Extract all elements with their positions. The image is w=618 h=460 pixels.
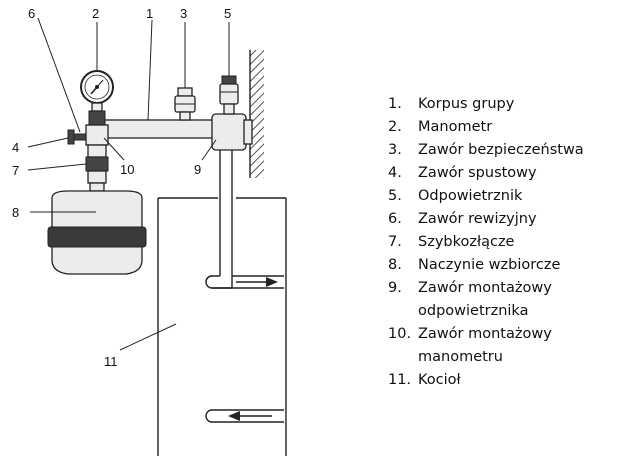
left-connector <box>67 124 109 192</box>
callout-3: 3 <box>180 6 187 21</box>
legend-text: Korpus grupy <box>418 96 515 112</box>
legend-number: 10. <box>388 326 412 342</box>
flow-arrow-out-icon <box>236 277 278 287</box>
legend-text: Zawór rewizyjny <box>418 211 537 227</box>
supply-pipe <box>205 150 284 289</box>
legend-text: Szybkozłącze <box>418 234 515 250</box>
legend-number: 6. <box>388 211 402 227</box>
legend-text: Manometr <box>418 119 493 135</box>
leader-lines <box>27 17 230 351</box>
legend-text: Zawór montażowy odpowietrznika <box>418 280 552 319</box>
legend-text: Kocioł <box>418 372 461 388</box>
wall <box>249 50 264 178</box>
callout-4: 4 <box>12 140 19 155</box>
legend-number: 2. <box>388 119 402 135</box>
safety-group-diagram: 1 2 3 4 5 6 7 8 9 10 11 <box>12 6 287 456</box>
legend-item: 3. Zawór bezpieczeństwa <box>388 139 614 162</box>
legend-number: 1. <box>388 96 402 112</box>
pressure-gauge <box>80 70 114 126</box>
legend-number: 4. <box>388 165 402 181</box>
callout-1: 1 <box>146 6 153 21</box>
return-pipe <box>205 409 284 423</box>
legend-item: 2. Manometr <box>388 116 614 139</box>
expansion-vessel <box>47 190 147 275</box>
group-body <box>101 113 253 151</box>
callout-2: 2 <box>92 6 99 21</box>
legend-item: 5. Odpowietrznik <box>388 185 614 208</box>
callout-5: 5 <box>224 6 231 21</box>
legend-item: 7. Szybkozłącze <box>388 231 614 254</box>
legend-text: Zawór bezpieczeństwa <box>418 142 584 158</box>
safety-valve <box>174 87 196 121</box>
legend-item: 11. Kocioł <box>388 369 614 392</box>
air-vent <box>219 75 239 115</box>
callout-10: 10 <box>120 162 134 177</box>
legend-number: 7. <box>388 234 402 250</box>
legend-number: 3. <box>388 142 402 158</box>
legend-text: Naczynie wzbiorcze <box>418 257 561 273</box>
callout-6: 6 <box>28 6 35 21</box>
legend-text: Zawór spustowy <box>418 165 537 181</box>
callout-9: 9 <box>194 162 201 177</box>
legend-text: Odpowietrznik <box>418 188 523 204</box>
callout-11: 11 <box>104 354 118 369</box>
legend-list: 1. Korpus grupy 2. Manometr 3. Zawór bezpie… <box>388 93 614 392</box>
legend-number: 8. <box>388 257 402 273</box>
callout-8: 8 <box>12 205 19 220</box>
legend-item: 4. Zawór spustowy <box>388 162 614 185</box>
legend-item: 1. Korpus grupy <box>388 93 614 116</box>
legend-number: 9. <box>388 280 402 296</box>
legend-item: 8. Naczynie wzbiorcze <box>388 254 614 277</box>
callout-7: 7 <box>12 163 19 178</box>
legend-item: 9. Zawór montażowy odpowietrznika <box>388 277 614 323</box>
legend-number: 11. <box>388 372 412 388</box>
legend-text: Zawór montażowy manometru <box>418 326 552 365</box>
boiler <box>157 197 287 456</box>
legend-item: 10. Zawór montażowy manometru <box>388 323 614 369</box>
legend-item: 6. Zawór rewizyjny <box>388 208 614 231</box>
flow-arrow-in-icon <box>228 411 272 421</box>
legend-number: 5. <box>388 188 402 204</box>
